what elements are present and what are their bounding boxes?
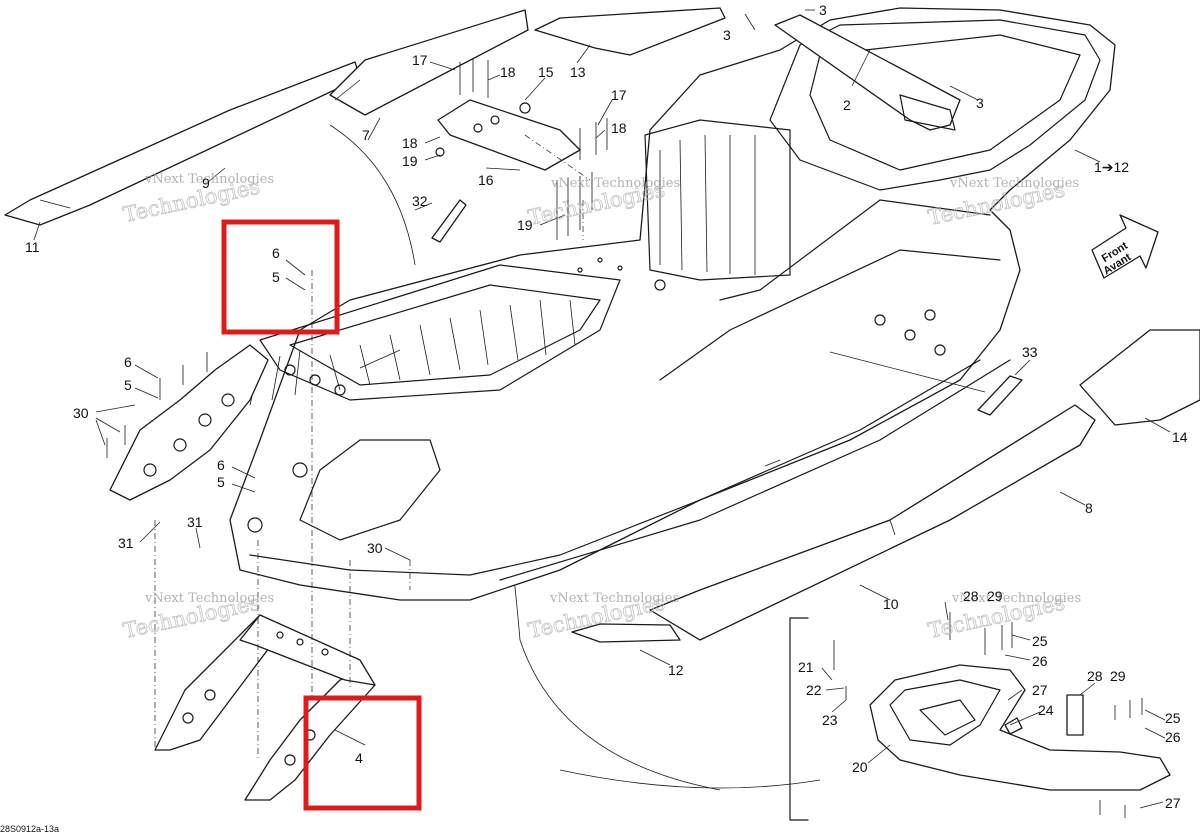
- detail-inset-bracket: [789, 612, 1171, 821]
- watermark-text: vNext Technologies: [144, 591, 274, 606]
- callout-4: 4: [355, 750, 363, 766]
- callout-25: 25: [1165, 710, 1181, 726]
- callout-31: 31: [187, 514, 203, 530]
- callout-5: 5: [217, 474, 225, 490]
- callout-18: 18: [402, 135, 418, 151]
- callout-32: 32: [412, 193, 428, 209]
- callout-18: 18: [611, 120, 627, 136]
- callout-3: 3: [976, 95, 984, 111]
- callout-6: 6: [217, 457, 225, 473]
- callout-26: 26: [1032, 653, 1048, 669]
- hull-fastener-holes: [247, 257, 946, 533]
- front-direction-arrow: Front Avant: [1091, 214, 1159, 279]
- callout-8: 8: [1085, 500, 1093, 516]
- callout-28: 28: [1087, 668, 1103, 684]
- callout-31: 31: [118, 535, 134, 551]
- alignment-lines: [154, 134, 591, 760]
- callout-26: 26: [1165, 729, 1181, 745]
- callout-17: 17: [611, 87, 627, 103]
- watermark-text: vNext Technologies: [550, 176, 680, 191]
- callout-23: 23: [822, 712, 838, 728]
- drawing-code: 28S0912a-13a: [0, 824, 59, 834]
- callout-11: 11: [25, 239, 40, 255]
- callout-30: 30: [73, 405, 89, 421]
- mat-strip-side-12: [571, 623, 681, 643]
- callout-18: 18: [500, 64, 516, 80]
- callout-12: 12: [668, 662, 684, 678]
- callout-19: 19: [517, 217, 533, 233]
- callout-5: 5: [272, 269, 280, 285]
- leader-lines: [33, 9, 1171, 809]
- callout-21: 21: [798, 659, 814, 675]
- callout-20: 20: [852, 759, 868, 775]
- callout-15: 15: [538, 64, 554, 80]
- callout-27: 27: [1032, 682, 1048, 698]
- mat-strip-side-8: [649, 404, 1096, 641]
- mat-strip-top-center: [534, 7, 726, 56]
- callout-3: 3: [819, 2, 827, 18]
- highlight-box-parts-5-6: [221, 219, 340, 335]
- arc-line-bottom: [559, 769, 821, 789]
- callout-17: 17: [412, 52, 428, 68]
- mat-strip-14: [1079, 329, 1200, 426]
- mounting-plate-16: [435, 58, 608, 240]
- mat-strip-upper-left: [4, 9, 529, 226]
- callout-9: 9: [202, 175, 210, 191]
- callout-29: 29: [1110, 668, 1126, 684]
- watermark-text: vNext Technologies: [951, 591, 1081, 606]
- strip-32: [431, 199, 467, 243]
- callout-24: 24: [1038, 702, 1054, 718]
- bracket-left-30-31: [106, 344, 269, 501]
- callout-22: 22: [806, 682, 822, 698]
- callout-6: 6: [124, 354, 132, 370]
- highlight-box-part-4: [303, 695, 422, 811]
- callout-13: 13: [570, 64, 586, 80]
- strip-33: [977, 375, 1023, 416]
- hull-body: [229, 7, 1116, 601]
- arc-line-left: [329, 124, 416, 266]
- callout-6: 6: [272, 245, 280, 261]
- callout-10: 10: [883, 596, 899, 612]
- callout-29: 29: [987, 588, 1003, 604]
- callout-30: 30: [367, 540, 383, 556]
- callout-28: 28: [963, 588, 979, 604]
- callout-33: 33: [1022, 344, 1038, 360]
- callout-14: 14: [1172, 429, 1188, 445]
- callout-7: 7: [362, 127, 370, 143]
- callout-labels: 1➔12 2 3 3 3 4 5 5 5 6 6 6 7 8 9 10 11 1…: [25, 2, 1188, 811]
- brace-part-2: [774, 14, 961, 131]
- callout-27: 27: [1165, 795, 1181, 811]
- callout-1-12: 1➔12: [1094, 159, 1129, 175]
- callout-19: 19: [402, 153, 418, 169]
- callout-3: 3: [723, 27, 731, 43]
- callout-16: 16: [478, 172, 494, 188]
- watermark-text: vNext Technologies: [549, 591, 679, 606]
- callout-2: 2: [843, 97, 851, 113]
- bracket-part-4: [154, 614, 376, 801]
- watermark-text: vNext Technologies: [144, 172, 274, 187]
- watermark-text: vNext Technologies: [949, 176, 1079, 191]
- callout-5: 5: [124, 377, 132, 393]
- callout-25: 25: [1032, 633, 1048, 649]
